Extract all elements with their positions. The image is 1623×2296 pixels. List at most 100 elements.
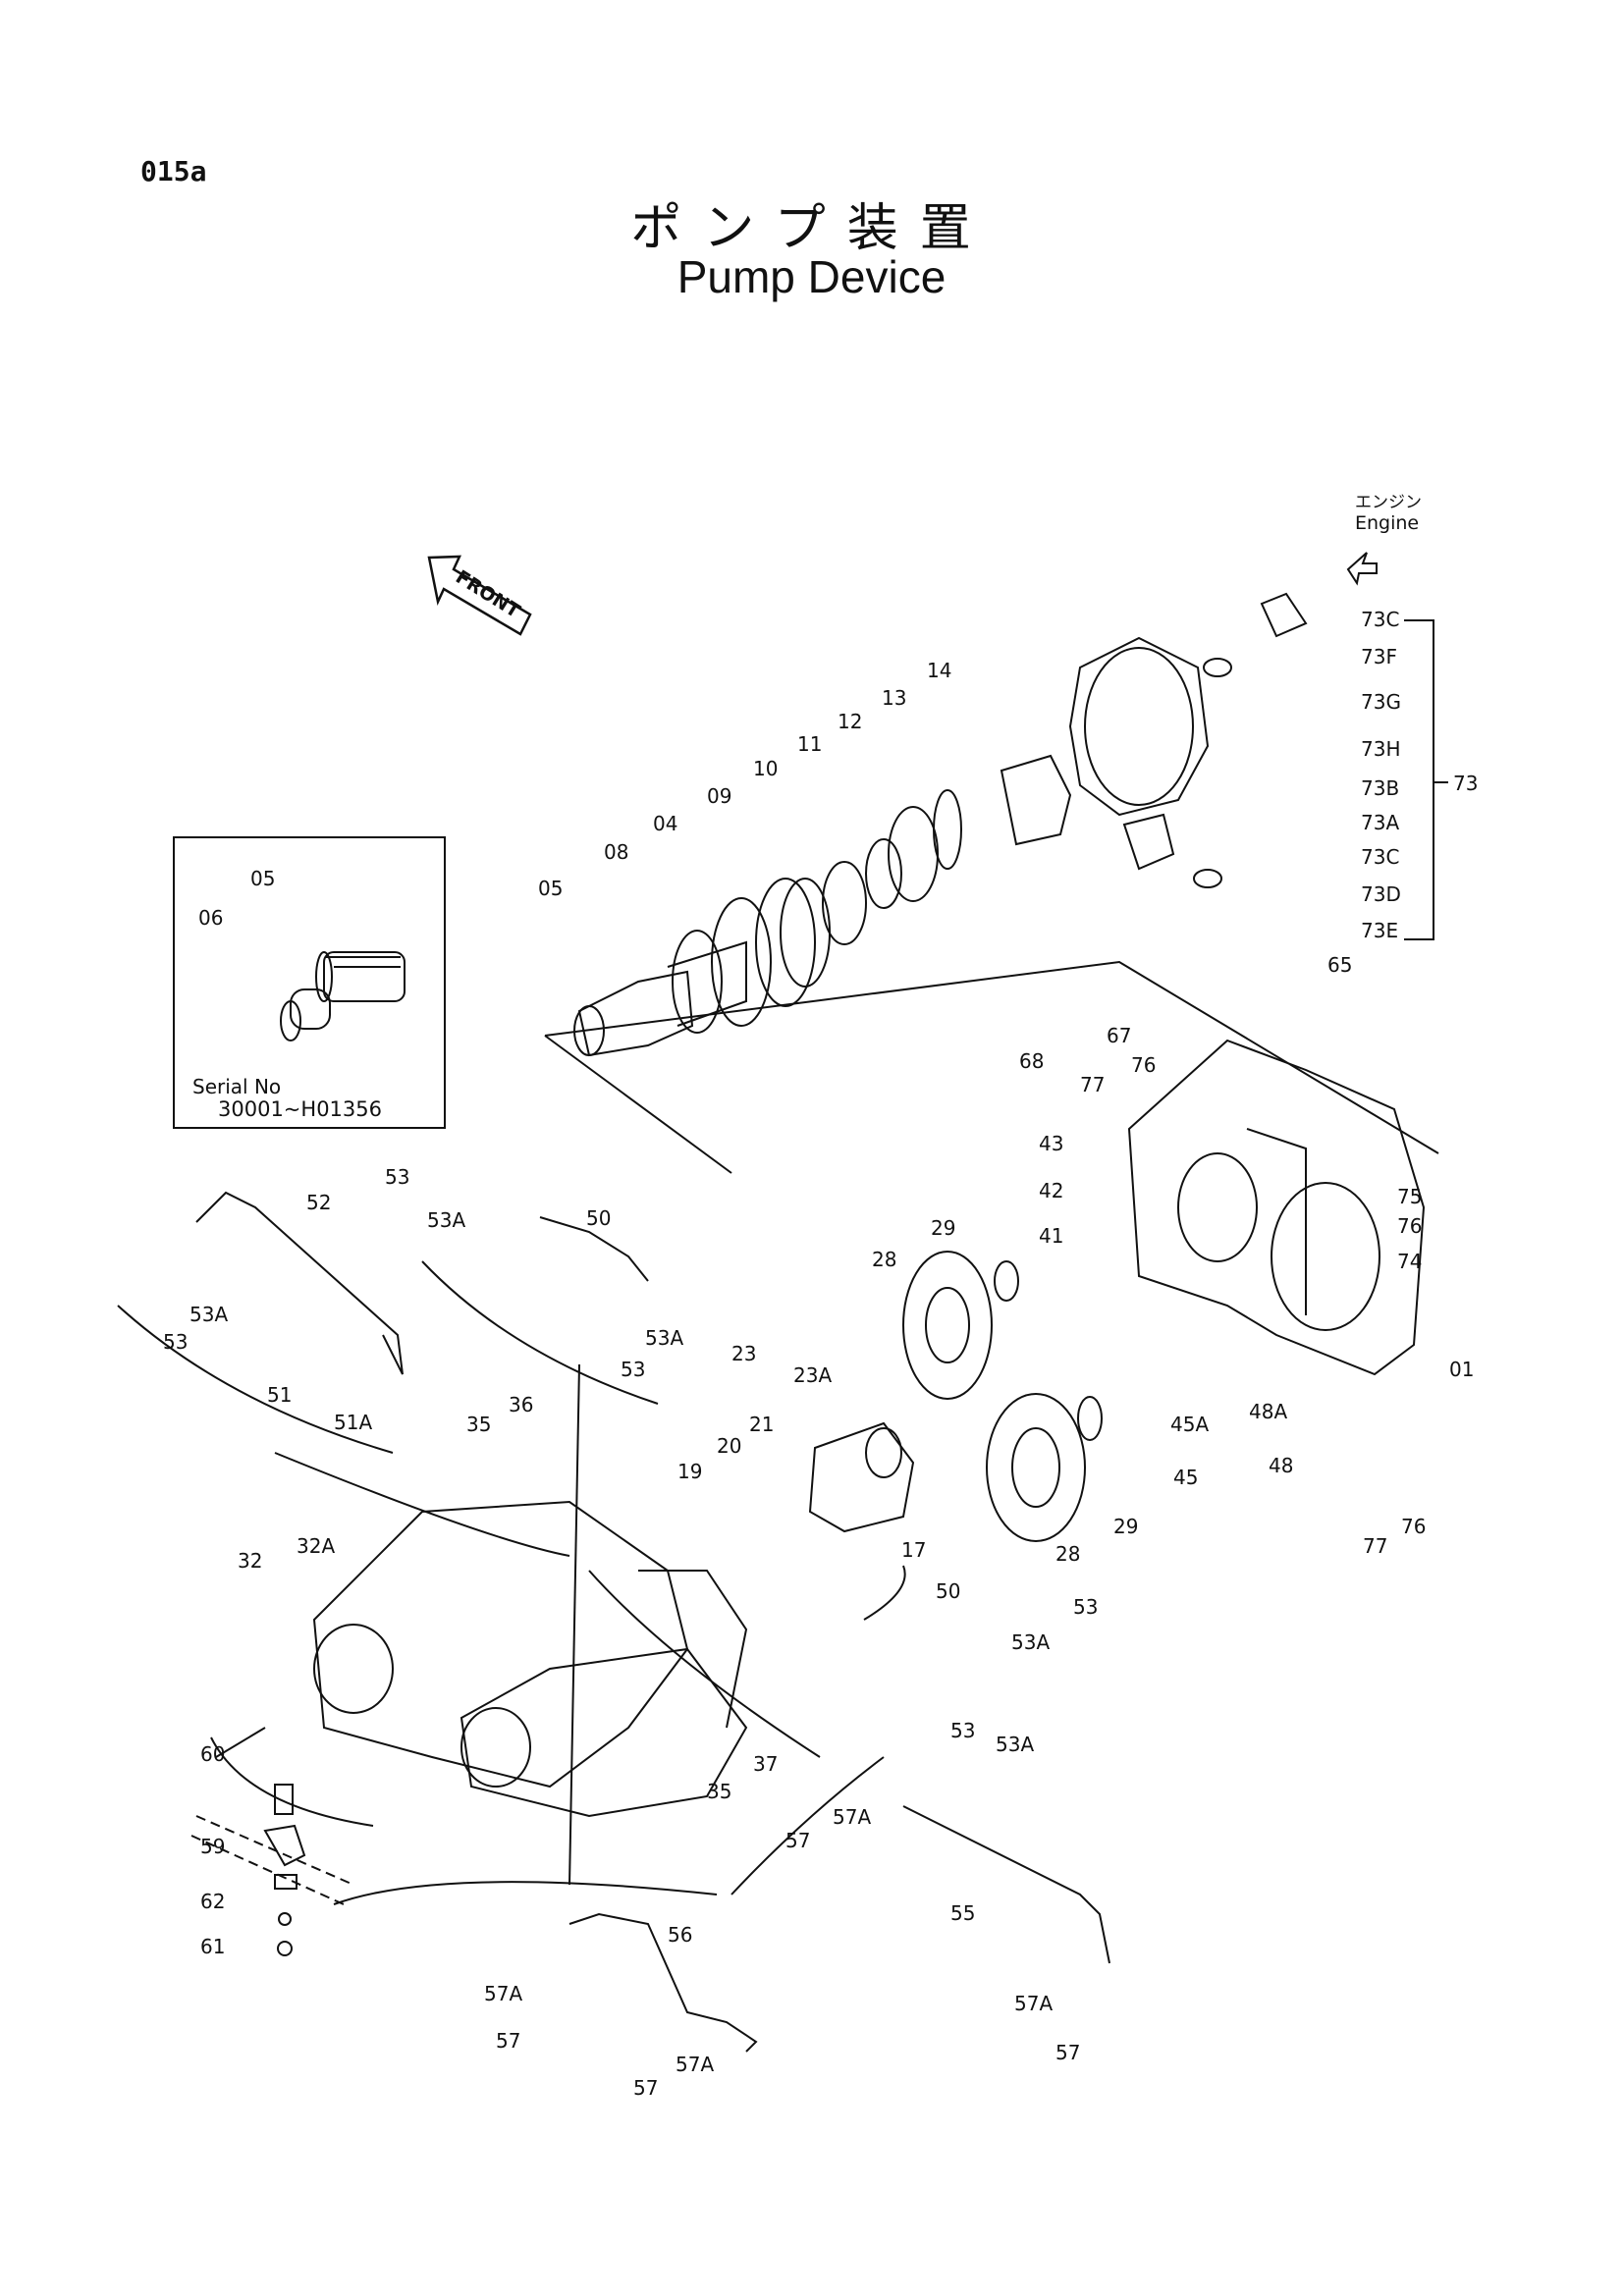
serial-inset-box bbox=[173, 836, 446, 1129]
main-shaft-drawing bbox=[573, 940, 747, 1057]
callout-19: 19 bbox=[677, 1460, 702, 1483]
callout-35b: 35 bbox=[707, 1780, 731, 1803]
callout-76c: 76 bbox=[1401, 1515, 1426, 1538]
callout-60: 60 bbox=[200, 1742, 225, 1766]
callout-73H: 73H bbox=[1361, 737, 1401, 761]
callout-53: 53 bbox=[385, 1165, 409, 1189]
callout-53d: 53 bbox=[1073, 1595, 1098, 1619]
callout-36: 36 bbox=[509, 1393, 533, 1416]
callout-51A: 51A bbox=[334, 1411, 372, 1434]
callout-01: 01 bbox=[1449, 1358, 1474, 1381]
callout-57Ab: 57A bbox=[676, 2053, 714, 2076]
callout-12: 12 bbox=[838, 710, 862, 733]
gear-drawing bbox=[902, 1251, 1103, 1542]
callout-13: 13 bbox=[882, 686, 906, 710]
callout-73E: 73E bbox=[1361, 919, 1398, 942]
callout-57Ad: 57A bbox=[1014, 1992, 1053, 2015]
engine-label-jp: エンジン bbox=[1355, 493, 1422, 512]
callout-56: 56 bbox=[668, 1923, 692, 1947]
callout-57b: 57 bbox=[633, 2076, 658, 2100]
callout-labels: 05 06 05 08 04 09 10 11 12 13 14 73C 73F… bbox=[163, 608, 1478, 2100]
callout-73: 73 bbox=[1453, 772, 1478, 795]
callout-62: 62 bbox=[200, 1890, 225, 1913]
engine-label-en: Engine bbox=[1355, 512, 1420, 534]
callout-57A: 57A bbox=[484, 1982, 522, 2005]
coupling-assembly-drawing bbox=[1000, 592, 1308, 888]
callout-42: 42 bbox=[1039, 1179, 1063, 1202]
callout-73A: 73A bbox=[1361, 811, 1399, 834]
callout-76: 76 bbox=[1131, 1053, 1156, 1077]
callout-05: 05 bbox=[250, 867, 275, 890]
callout-11: 11 bbox=[797, 732, 822, 756]
callout-51: 51 bbox=[267, 1383, 292, 1407]
callout-53c: 53 bbox=[163, 1330, 188, 1354]
auxiliary-pump-drawing bbox=[808, 1421, 915, 1533]
callout-73G: 73G bbox=[1361, 690, 1401, 714]
callout-50b: 50 bbox=[936, 1579, 960, 1603]
callout-14: 14 bbox=[927, 659, 951, 682]
callout-57Ac: 57A bbox=[833, 1805, 871, 1829]
callout-28b: 28 bbox=[1055, 1542, 1080, 1566]
engine-direction-icon bbox=[1346, 552, 1378, 586]
callout-45A: 45A bbox=[1170, 1413, 1209, 1436]
callout-23: 23 bbox=[731, 1342, 756, 1365]
callout-53A: 53A bbox=[427, 1208, 465, 1232]
callout-10: 10 bbox=[753, 757, 778, 780]
callout-53b: 53 bbox=[621, 1358, 645, 1381]
callout-57: 57 bbox=[496, 2029, 520, 2053]
callout-43: 43 bbox=[1039, 1132, 1063, 1155]
callout-50: 50 bbox=[586, 1206, 611, 1230]
callout-65: 65 bbox=[1327, 953, 1352, 977]
callout-21: 21 bbox=[749, 1413, 774, 1436]
callout-73F: 73F bbox=[1361, 645, 1397, 668]
callout-55: 55 bbox=[950, 1901, 975, 1925]
bearing-assembly-drawing bbox=[672, 789, 962, 1034]
callout-41: 41 bbox=[1039, 1224, 1063, 1248]
callout-52: 52 bbox=[306, 1191, 331, 1214]
callout-67: 67 bbox=[1107, 1024, 1131, 1047]
callout-53e: 53 bbox=[950, 1719, 975, 1742]
callout-32A: 32A bbox=[297, 1534, 335, 1558]
assembly-boundary-line bbox=[544, 960, 1439, 1154]
callout-73B: 73B bbox=[1361, 776, 1399, 800]
callout-37: 37 bbox=[753, 1752, 778, 1776]
callout-29b: 29 bbox=[1113, 1515, 1138, 1538]
inset-shaft-drawing bbox=[280, 951, 406, 1041]
callout-77: 77 bbox=[1080, 1073, 1105, 1096]
serial-label: Serial No bbox=[192, 1075, 282, 1098]
clamp-hardware-drawing bbox=[190, 1784, 354, 1956]
callout-61: 61 bbox=[200, 1935, 225, 1958]
serial-range: 30001~H01356 bbox=[218, 1097, 382, 1121]
callout-08: 08 bbox=[604, 840, 628, 864]
callout-73D: 73D bbox=[1361, 882, 1401, 906]
pipe-52-drawing bbox=[195, 1191, 404, 1375]
group-boundary-arc bbox=[117, 1305, 394, 1454]
front-arrow-icon: FRONT bbox=[427, 555, 532, 636]
callout-53Ab: 53A bbox=[645, 1326, 683, 1350]
pump-housing-drawing bbox=[1127, 1039, 1426, 1376]
callout-05b: 05 bbox=[538, 877, 563, 900]
page-code: 015a bbox=[140, 155, 207, 187]
part-73-bracket bbox=[1404, 619, 1434, 940]
page-title-en: Pump Device bbox=[676, 251, 947, 302]
callout-57d: 57 bbox=[1055, 2041, 1080, 2064]
callout-20: 20 bbox=[717, 1434, 741, 1458]
callout-45: 45 bbox=[1173, 1466, 1198, 1489]
pipe-56-drawing bbox=[568, 1912, 758, 2053]
callout-73C: 73C bbox=[1361, 608, 1399, 631]
callout-73C2: 73C bbox=[1361, 845, 1399, 869]
pipe-50-drawing bbox=[539, 1216, 649, 1282]
callout-32: 32 bbox=[238, 1549, 262, 1573]
callout-17: 17 bbox=[901, 1538, 926, 1562]
main-pump-body-drawing bbox=[312, 1500, 748, 1818]
pipe-55-drawing bbox=[902, 1805, 1110, 1964]
callout-68: 68 bbox=[1019, 1049, 1044, 1073]
callout-35: 35 bbox=[466, 1413, 491, 1436]
callout-53Ae: 53A bbox=[996, 1733, 1034, 1756]
callout-29: 29 bbox=[931, 1216, 955, 1240]
callout-06: 06 bbox=[198, 906, 223, 930]
callout-04: 04 bbox=[653, 812, 677, 835]
callout-28: 28 bbox=[872, 1248, 896, 1271]
callout-09: 09 bbox=[707, 784, 731, 808]
